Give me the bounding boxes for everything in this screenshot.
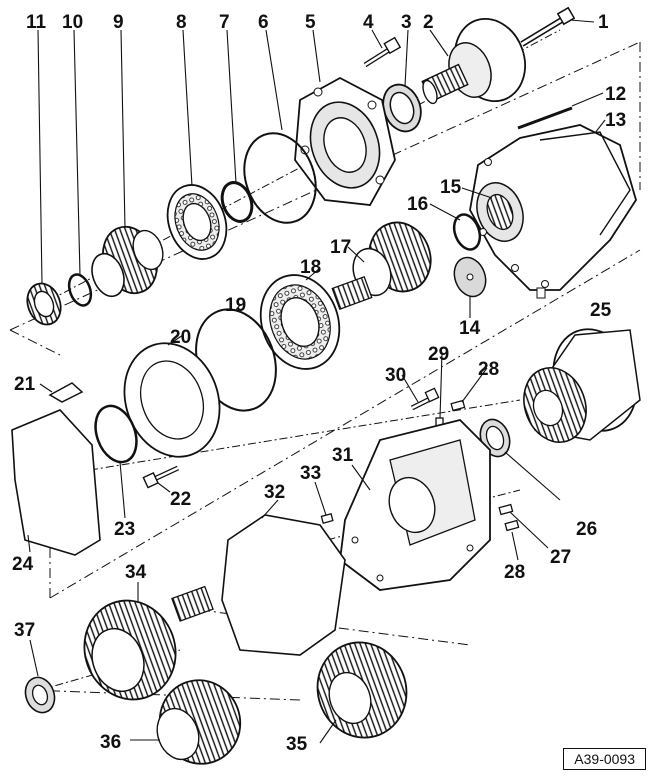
callout-3: 3 — [401, 12, 412, 33]
callout-34: 34 — [125, 562, 147, 583]
callout-32: 32 — [264, 482, 285, 503]
gasket-plate-20 — [123, 342, 221, 458]
callout-6: 6 — [258, 12, 269, 33]
gasket-24 — [11, 409, 101, 556]
callout-26: 26 — [576, 519, 597, 540]
pin-28-lower — [504, 519, 520, 532]
transfer-housing-13 — [469, 124, 637, 299]
callout-13: 13 — [605, 110, 626, 131]
bearing-18 — [259, 274, 341, 370]
clip-21 — [48, 382, 84, 403]
pinion-shaft-17 — [331, 221, 432, 310]
callout-labels: 1 2 3 4 5 6 7 8 9 10 11 12 13 15 16 17 1… — [12, 12, 626, 755]
leader-lines — [27, 19, 606, 744]
bolt-30 — [410, 387, 440, 411]
callout-17: 17 — [330, 237, 351, 258]
figure-reference: A39-0093 — [563, 748, 646, 770]
seal-37 — [24, 676, 56, 714]
flange-shaft-2 — [421, 17, 526, 105]
callout-24: 24 — [12, 554, 34, 575]
circlip-16 — [452, 213, 482, 251]
o-ring-6 — [243, 132, 317, 224]
housing-cover-5 — [294, 76, 396, 206]
callout-33: 33 — [300, 463, 321, 484]
bolt-1 — [520, 6, 576, 47]
callout-15: 15 — [440, 177, 462, 198]
pin-27 — [498, 503, 514, 516]
gear-9 — [91, 225, 164, 298]
callout-2: 2 — [423, 12, 434, 33]
callout-16: 16 — [407, 194, 428, 215]
stud-12 — [517, 106, 573, 130]
gear-34 — [83, 585, 214, 701]
callout-18: 18 — [300, 257, 321, 278]
callout-8: 8 — [176, 12, 187, 33]
gear-36 — [156, 679, 242, 765]
callout-7: 7 — [219, 12, 230, 33]
dowel-33 — [320, 513, 334, 524]
callout-28-lower: 28 — [504, 562, 525, 583]
snap-ring-10 — [67, 273, 93, 307]
gear-35 — [316, 641, 408, 739]
callout-1: 1 — [598, 12, 609, 33]
callout-5: 5 — [305, 12, 316, 33]
callout-31: 31 — [332, 445, 354, 466]
callout-29: 29 — [428, 344, 449, 365]
callout-10: 10 — [62, 12, 83, 33]
callout-28-upper: 28 — [478, 359, 499, 380]
seal-3 — [382, 83, 422, 133]
callout-12: 12 — [605, 84, 626, 105]
shim-14 — [453, 256, 487, 298]
gasket-32 — [221, 514, 346, 656]
callout-27: 27 — [550, 547, 571, 568]
callout-37: 37 — [14, 620, 35, 641]
callout-14: 14 — [459, 318, 481, 339]
bolt-22 — [142, 465, 180, 489]
callout-23: 23 — [114, 519, 135, 540]
callout-30: 30 — [385, 365, 406, 386]
ring-23 — [94, 404, 138, 464]
callout-9: 9 — [113, 12, 124, 33]
bearing-8 — [166, 184, 228, 260]
callout-20: 20 — [170, 327, 191, 348]
pin-28-upper — [450, 399, 466, 412]
needle-bearing-11 — [26, 282, 62, 326]
callout-19: 19 — [225, 295, 246, 316]
callout-4: 4 — [363, 12, 374, 33]
callout-25: 25 — [590, 300, 612, 321]
bolt-4 — [363, 36, 402, 68]
callout-11: 11 — [26, 12, 47, 33]
gearbox-housing-31 — [339, 419, 491, 591]
circlip-7 — [220, 181, 254, 223]
callout-36: 36 — [100, 732, 121, 753]
callout-21: 21 — [14, 374, 36, 395]
drum-25 — [523, 328, 641, 443]
callout-22: 22 — [170, 489, 191, 510]
callout-35: 35 — [286, 734, 308, 755]
